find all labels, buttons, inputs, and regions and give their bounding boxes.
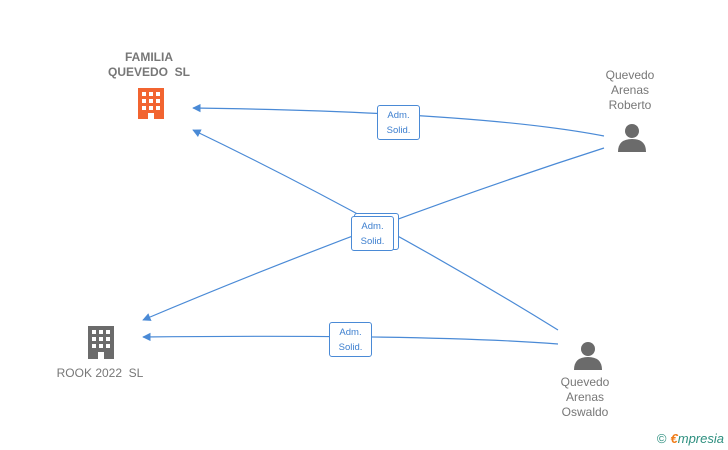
person-oswaldo-label[interactable]: Quevedo Arenas Oswaldo xyxy=(545,375,625,420)
edge-label-roberto-rook[interactable]: Adm. Solid. xyxy=(351,216,394,251)
edge-label-line: Adm. xyxy=(339,327,362,338)
person-icon[interactable] xyxy=(573,340,603,370)
label-line: Arenas xyxy=(565,390,605,404)
edge-label-line: Solid. xyxy=(338,342,363,353)
label-line: Quevedo xyxy=(560,375,610,389)
edge-label-line: Adm. xyxy=(387,110,410,121)
label-line: FAMILIA xyxy=(125,50,173,64)
edge-oswaldo-rook[interactable] xyxy=(142,332,559,345)
label-line: Arenas xyxy=(610,83,650,97)
edge-label-line: Adm. xyxy=(361,221,384,232)
label-line: Oswaldo xyxy=(561,405,609,419)
brand-initial: € xyxy=(670,431,678,446)
edge-label-line: Solid. xyxy=(386,125,411,136)
edge-roberto-familia[interactable] xyxy=(192,103,605,137)
copyright-symbol: © xyxy=(656,431,667,446)
label-line: Quevedo xyxy=(605,68,655,82)
edge-label-roberto-familia[interactable]: Adm. Solid. xyxy=(377,105,420,140)
edge-label-oswaldo-rook[interactable]: Adm. Solid. xyxy=(329,322,372,357)
building-icon[interactable] xyxy=(86,324,116,360)
company-familia-quevedo-label[interactable]: FAMILIA QUEVEDO SL xyxy=(94,50,204,80)
empresia-watermark[interactable]: © €mpresia xyxy=(657,431,724,446)
building-icon[interactable] xyxy=(136,86,166,120)
label-line: Roberto xyxy=(608,98,652,112)
company-rook-2022-label[interactable]: ROOK 2022 SL xyxy=(50,366,150,381)
brand-name: mpresia xyxy=(677,431,724,446)
label-line: ROOK 2022 SL xyxy=(56,366,144,380)
label-line: QUEVEDO SL xyxy=(107,65,190,79)
person-icon[interactable] xyxy=(617,122,647,152)
edge-label-line: Solid. xyxy=(360,236,385,247)
person-roberto-label[interactable]: Quevedo Arenas Roberto xyxy=(590,68,670,113)
